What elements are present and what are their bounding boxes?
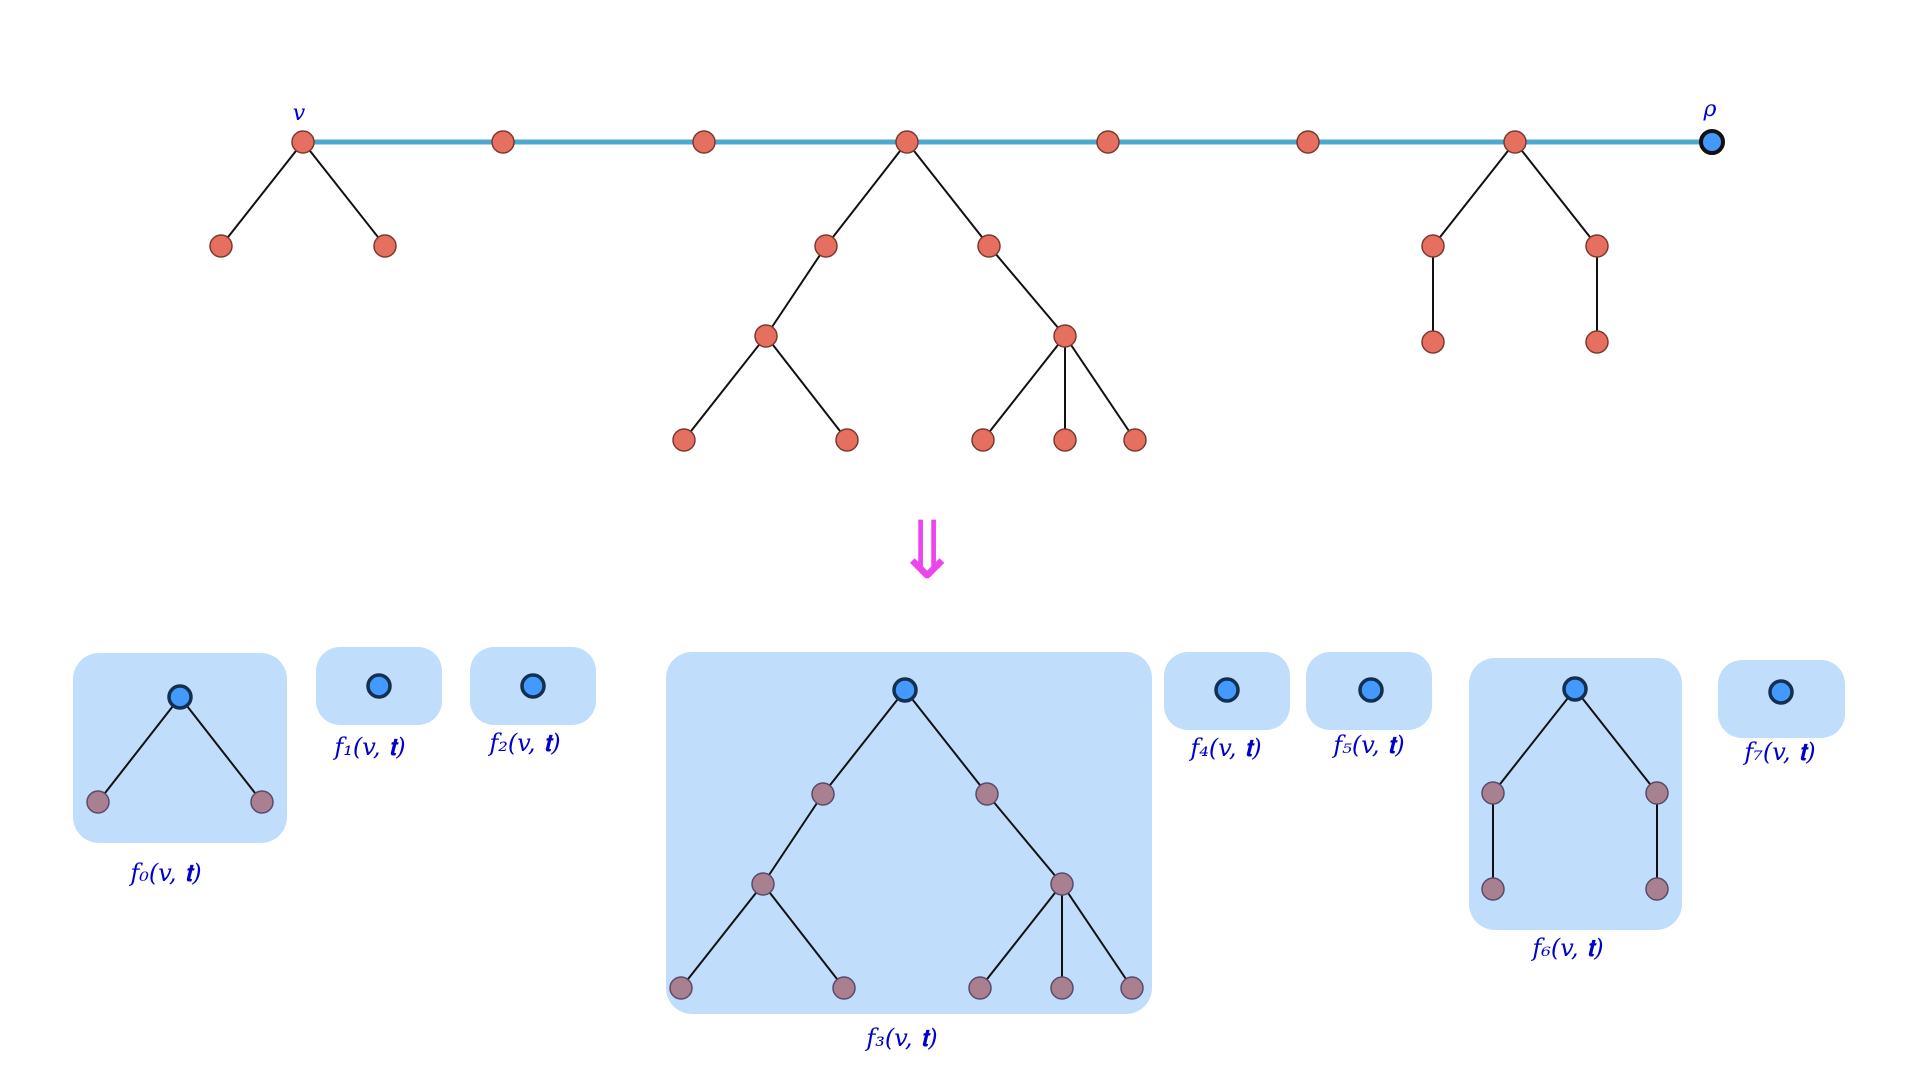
subtree-node [1481,781,1505,805]
top-tree-edges [220,141,1598,441]
tree-node [672,428,696,452]
label-f3: f₃(v, 𝐭) [864,1024,937,1052]
label-f6: f₆(v, 𝐭) [1530,934,1603,962]
subtree-node [1645,781,1669,805]
tree-node [1585,330,1609,354]
tree-node [373,234,397,258]
subtree-box-f1: f₁(v, 𝐭) [316,647,442,761]
tree-node [814,234,838,258]
subtree-node [1645,877,1669,901]
label-v: v [293,101,306,126]
tree-node [209,234,233,258]
subtree-box-f3: f₃(v, 𝐭) [666,652,1152,1052]
tree-node [977,234,1001,258]
spine-node-1 [491,130,515,154]
tree-node [1585,234,1609,258]
root-node-rho [1699,129,1725,155]
subtree-node [968,976,992,1000]
top-tree: v ρ [209,97,1725,452]
node-v [291,130,315,154]
tree-node [835,428,859,452]
subtree-root-node [892,677,918,703]
subtree-box-f5: f₅(v, 𝐭) [1306,652,1432,759]
label-rho: ρ [1703,97,1717,122]
subtree-node [811,782,835,806]
subtree-root-node [520,673,546,699]
label-f4: f₄(v, 𝐭) [1188,734,1261,762]
subtree-node [1050,976,1074,1000]
subtree-root-node [1562,676,1588,702]
decomposition-arrow: ⇓ [893,504,960,597]
subtree-box-f2: f₂(v, 𝐭) [470,647,596,757]
subtree-node [250,790,274,814]
subtree-root-node [167,684,193,710]
subtree-node [1481,877,1505,901]
tree-node [971,428,995,452]
subtree-node [1120,976,1144,1000]
subtree-root-node [1214,677,1240,703]
label-f7: f₇(v, 𝐭) [1742,738,1815,766]
subtree-node [86,790,110,814]
spine-node-4 [1096,130,1120,154]
label-f1: f₁(v, 𝐭) [332,733,405,761]
tree-node [1421,330,1445,354]
subtree-node [1050,872,1074,896]
label-f0: f₀(v, 𝐭) [128,859,201,887]
subtree-root-node [366,673,392,699]
subtree-root-node [1768,679,1794,705]
subtree-box-f7: f₇(v, 𝐭) [1718,660,1845,766]
subtree-node [669,976,693,1000]
subtree-box-f4: f₄(v, 𝐭) [1164,652,1290,762]
label-f5: f₅(v, 𝐭) [1331,731,1404,759]
tree-node [1053,428,1077,452]
tree-node [1123,428,1147,452]
label-f2: f₂(v, 𝐭) [487,729,560,757]
top-tree-nodes [209,130,1609,452]
spine-node-5 [1296,130,1320,154]
subtree-node [751,872,775,896]
spine-node-6 [1503,130,1527,154]
spine-node-3 [895,130,919,154]
subtree-root-node [1358,677,1384,703]
spine-node-2 [692,130,716,154]
subtree-node [832,976,856,1000]
tree-node [754,324,778,348]
subtree-box-f0: f₀(v, 𝐭) [73,653,287,887]
tree-node [1053,324,1077,348]
tree-node [1421,234,1445,258]
subtree-box-f6: f₆(v, 𝐭) [1469,658,1682,962]
subtree-node [975,782,999,806]
